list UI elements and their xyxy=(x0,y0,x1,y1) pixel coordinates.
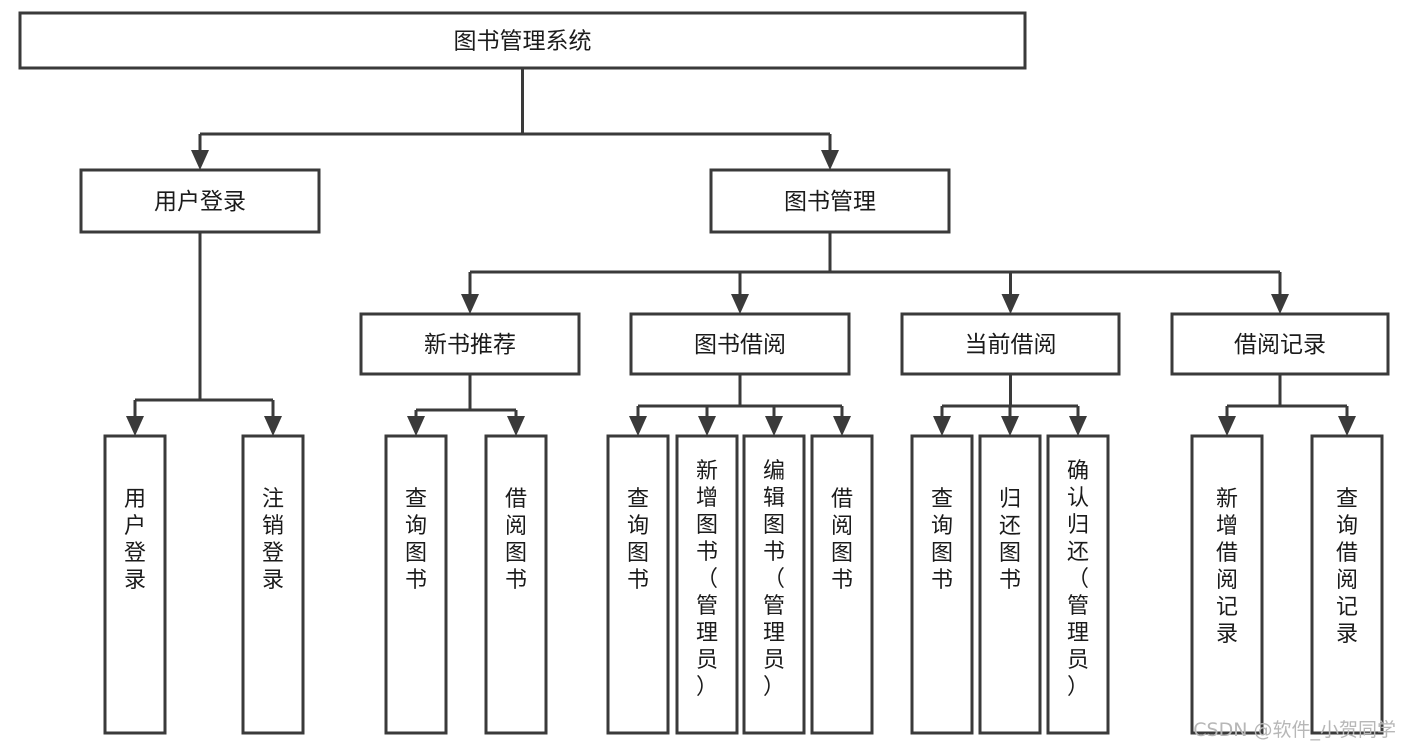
node-label-leaf-user-login: 用户登录 xyxy=(124,487,146,593)
connector-bus-new-book-recommend xyxy=(416,374,516,412)
connector-book-borrow-to-leaf-borrow-borrow-book xyxy=(833,406,851,436)
node-box-new-book-recommend[interactable] xyxy=(359,312,581,376)
node-book-management[interactable]: 图书管理 xyxy=(709,168,951,234)
connector-bus-book-borrow xyxy=(638,374,842,408)
connector-borrow-records-to-leaf-record-add xyxy=(1218,406,1236,436)
connector-bus-user-login xyxy=(135,232,273,402)
node-current-borrow[interactable]: 当前借阅 xyxy=(900,312,1121,376)
connector-root-to-user-login xyxy=(191,134,209,170)
node-leaf-current-return-book[interactable]: 归还图书 xyxy=(978,434,1042,735)
node-box-root[interactable] xyxy=(18,11,1027,70)
node-box-leaf-current-query-book[interactable] xyxy=(910,434,974,735)
node-box-leaf-user-login[interactable] xyxy=(103,434,167,735)
node-leaf-rec-query-book[interactable]: 查询图书 xyxy=(384,434,448,735)
node-label-root: 图书管理系统 xyxy=(454,29,592,55)
connector-book-management-to-book-borrow xyxy=(731,272,749,314)
connector-user-login-to-leaf-user-login xyxy=(126,400,144,436)
connector-book-borrow-to-leaf-borrow-add-book xyxy=(698,406,716,436)
node-box-user-login[interactable] xyxy=(79,168,321,234)
node-label-leaf-record-query: 查询借阅记录 xyxy=(1336,487,1358,647)
node-label-leaf-current-query-book: 查询图书 xyxy=(931,487,953,593)
connector-book-borrow-to-leaf-borrow-query-book xyxy=(629,406,647,436)
node-leaf-record-query[interactable]: 查询借阅记录 xyxy=(1310,434,1384,735)
node-label-leaf-current-confirm-return: 确认归还（管理员） xyxy=(1067,459,1089,700)
node-label-book-management: 图书管理 xyxy=(784,189,876,215)
node-layer: 图书管理系统用户登录图书管理新书推荐图书借阅当前借阅借阅记录用户登录注销登录查询… xyxy=(18,11,1390,735)
node-box-book-management[interactable] xyxy=(709,168,951,234)
connector-new-book-recommend-to-leaf-rec-query-book xyxy=(407,410,425,436)
node-label-leaf-logout: 注销登录 xyxy=(262,487,284,593)
node-leaf-user-login[interactable]: 用户登录 xyxy=(103,434,167,735)
node-leaf-current-confirm-return[interactable]: 确认归还（管理员） xyxy=(1046,434,1110,735)
node-label-current-borrow: 当前借阅 xyxy=(965,332,1057,358)
node-leaf-borrow-borrow-book[interactable]: 借阅图书 xyxy=(810,434,874,735)
node-label-leaf-current-return-book: 归还图书 xyxy=(999,487,1021,593)
node-leaf-borrow-query-book[interactable]: 查询图书 xyxy=(606,434,670,735)
node-label-leaf-rec-borrow-book: 借阅图书 xyxy=(505,487,527,593)
node-box-leaf-logout[interactable] xyxy=(241,434,305,735)
node-leaf-logout[interactable]: 注销登录 xyxy=(241,434,305,735)
node-box-leaf-borrow-borrow-book[interactable] xyxy=(810,434,874,735)
node-box-leaf-record-query[interactable] xyxy=(1310,434,1384,735)
node-label-leaf-borrow-query-book: 查询图书 xyxy=(627,487,649,593)
node-box-borrow-records[interactable] xyxy=(1170,312,1390,376)
node-label-leaf-record-add: 新增借阅记录 xyxy=(1216,487,1238,647)
connector-book-management-to-borrow-records xyxy=(1271,272,1289,314)
node-label-leaf-rec-query-book: 查询图书 xyxy=(405,487,427,593)
node-box-current-borrow[interactable] xyxy=(900,312,1121,376)
node-leaf-current-query-book[interactable]: 查询图书 xyxy=(910,434,974,735)
node-leaf-rec-borrow-book[interactable]: 借阅图书 xyxy=(484,434,548,735)
node-root[interactable]: 图书管理系统 xyxy=(18,11,1027,70)
node-box-leaf-borrow-add-book[interactable] xyxy=(675,434,739,735)
node-borrow-records[interactable]: 借阅记录 xyxy=(1170,312,1390,376)
connector-root-to-book-management xyxy=(821,134,839,170)
node-label-book-borrow: 图书借阅 xyxy=(694,332,786,358)
node-box-leaf-rec-query-book[interactable] xyxy=(384,434,448,735)
csdn-watermark: CSDN @软件_小贺同学 xyxy=(1193,719,1396,741)
node-label-leaf-borrow-add-book: 新增图书（管理员） xyxy=(696,459,718,700)
node-leaf-borrow-edit-book[interactable]: 编辑图书（管理员） xyxy=(742,434,806,735)
connector-book-management-to-current-borrow xyxy=(1001,272,1020,314)
node-box-leaf-rec-borrow-book[interactable] xyxy=(484,434,548,735)
node-book-borrow[interactable]: 图书借阅 xyxy=(629,312,851,376)
node-label-leaf-borrow-borrow-book: 借阅图书 xyxy=(831,487,853,593)
connector-book-borrow-to-leaf-borrow-edit-book xyxy=(765,406,783,436)
node-label-leaf-borrow-edit-book: 编辑图书（管理员） xyxy=(763,459,785,700)
connector-bus-book-management xyxy=(470,232,1280,274)
node-box-leaf-borrow-edit-book[interactable] xyxy=(742,434,806,735)
node-label-new-book-recommend: 新书推荐 xyxy=(424,332,516,358)
node-label-borrow-records: 借阅记录 xyxy=(1234,332,1326,358)
connector-bus-borrow-records xyxy=(1227,374,1347,408)
connector-current-borrow-to-leaf-current-query-book xyxy=(933,406,951,436)
connector-new-book-recommend-to-leaf-rec-borrow-book xyxy=(507,410,525,436)
connector-bus-root xyxy=(200,68,830,136)
connector-book-management-to-new-book-recommend xyxy=(461,272,479,314)
node-box-book-borrow[interactable] xyxy=(629,312,851,376)
connector-layer xyxy=(126,68,1356,436)
connector-current-borrow-to-leaf-current-confirm-return xyxy=(1069,406,1087,436)
node-user-login[interactable]: 用户登录 xyxy=(79,168,321,234)
node-box-leaf-current-return-book[interactable] xyxy=(978,434,1042,735)
node-leaf-borrow-add-book[interactable]: 新增图书（管理员） xyxy=(675,434,739,735)
node-leaf-record-add[interactable]: 新增借阅记录 xyxy=(1190,434,1264,735)
connector-bus-current-borrow xyxy=(942,374,1078,408)
connector-current-borrow-to-leaf-current-return-book xyxy=(1001,406,1019,436)
connector-borrow-records-to-leaf-record-query xyxy=(1338,406,1356,436)
node-box-leaf-record-add[interactable] xyxy=(1190,434,1264,735)
connector-user-login-to-leaf-logout xyxy=(264,400,282,436)
node-label-user-login: 用户登录 xyxy=(154,189,246,215)
node-box-leaf-current-confirm-return[interactable] xyxy=(1046,434,1110,735)
node-new-book-recommend[interactable]: 新书推荐 xyxy=(359,312,581,376)
node-box-leaf-borrow-query-book[interactable] xyxy=(606,434,670,735)
